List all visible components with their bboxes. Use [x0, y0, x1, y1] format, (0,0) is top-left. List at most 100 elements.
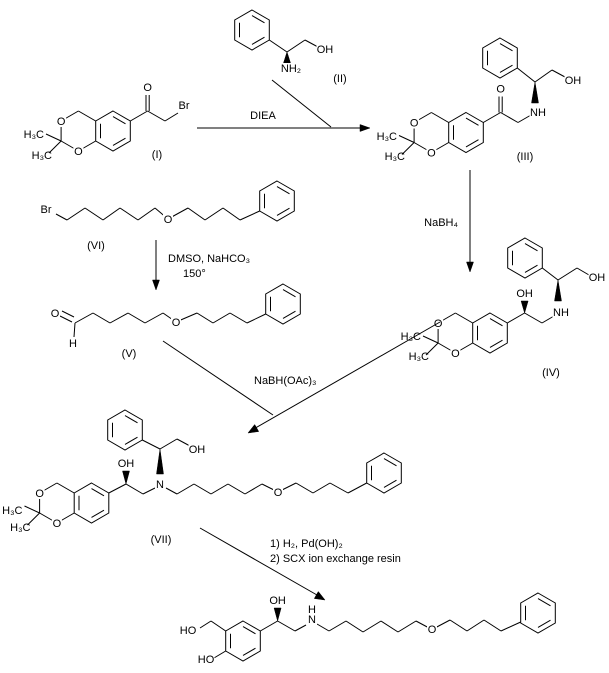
atom-label-o1: O: [433, 318, 444, 330]
reagent-nabh-oac3: NaBH(OAc)₃: [254, 375, 317, 387]
h3c-label: H₃C: [32, 150, 52, 162]
o-label: O: [53, 518, 62, 530]
atom-label-nh-n: N: [307, 614, 317, 626]
oh-label: OH: [565, 75, 582, 87]
ho-label: HO: [180, 625, 197, 637]
atom-label-oh-benzylic: OH: [117, 458, 135, 470]
atom-label-oh-benzylic: OH: [516, 288, 534, 300]
arrow-diea: DIEA: [197, 79, 371, 132]
atom-label-o2: O: [73, 146, 84, 158]
atom-label-nh: NH: [529, 107, 547, 119]
reagent-dmso-line2: 150°: [183, 268, 206, 280]
o-label: O: [496, 84, 505, 96]
nh-label: NH: [530, 107, 546, 119]
phenyl-ring: [507, 237, 543, 279]
molecule-II-phenylglycinol: OH NH₂ (II): [234, 9, 347, 85]
arrowhead: [247, 424, 260, 434]
molecule-I-bromoketone: O Br O O H₃C H₃C (I): [24, 82, 193, 162]
n-label: N: [156, 479, 164, 491]
compound-label-IV: (IV): [542, 367, 560, 379]
atom-label-br: Br: [175, 100, 193, 112]
reagent-hydrogenolysis-line2: 2) SCX ion exchange resin: [270, 553, 401, 565]
arrowhead: [359, 124, 371, 132]
phenyl-ring: [234, 9, 270, 51]
arrow-hydrogenolysis: 1) H₂, Pd(OH)₂ 2) SCX ion exchange resin: [199, 527, 401, 601]
reagent-dmso-line1: DMSO, NaHCO₃: [168, 253, 250, 265]
o-label: O: [74, 146, 83, 158]
arrowhead: [313, 591, 326, 601]
o-label: O: [410, 118, 419, 130]
phenyl-ring: [482, 37, 518, 79]
o-label: O: [427, 148, 436, 160]
atom-label-o2: O: [51, 518, 62, 530]
molecule-III-aminoketone: O NH OH O O H₃C H₃C (III): [377, 37, 582, 163]
h-label: H: [69, 338, 77, 350]
h3c-label: H₃C: [401, 331, 421, 343]
o-label: O: [172, 317, 181, 329]
oh-label: OH: [516, 288, 533, 300]
compound-label-I: (I): [152, 149, 162, 161]
compound-label-II: (II): [333, 73, 346, 85]
atom-label-ether-o: O: [273, 487, 283, 499]
stereo-wedge: [554, 279, 562, 302]
oh-label: OH: [118, 458, 135, 470]
atom-label-ho-phenol: HO: [197, 654, 215, 666]
atom-label-carbonyl-o: O: [142, 82, 153, 94]
atom-label-aldehyde-h: H: [68, 338, 78, 350]
atom-label-o1: O: [34, 488, 45, 500]
phenyl-ring: [520, 592, 556, 634]
atom-label-nh2: NH₂: [279, 63, 303, 75]
n-label: N: [308, 614, 316, 626]
compound-label-III: (III): [517, 151, 534, 163]
h3c-label: H₃C: [409, 351, 429, 363]
o-label: O: [434, 318, 443, 330]
oh-label: OH: [317, 44, 334, 56]
h3c-label: H₃C: [2, 505, 22, 517]
compound-label-VI: (VI): [87, 240, 105, 252]
o-label: O: [428, 624, 437, 636]
stereo-wedge: [273, 607, 282, 622]
phenyl-ring: [259, 180, 295, 222]
arrowhead: [152, 279, 160, 291]
atom-label-oh-top: OH: [188, 444, 206, 456]
atom-label-o1: O: [56, 116, 67, 128]
o-label: O: [57, 116, 66, 128]
atom-label-ether-o: O: [171, 317, 181, 329]
compound-label-VII: (VII): [151, 534, 172, 546]
atom-label-carbonyl-o: O: [495, 83, 506, 96]
atom-label-nh-h: H: [307, 604, 317, 616]
atom-label-n: N: [155, 479, 165, 491]
stereo-wedge: [122, 470, 130, 485]
atom-label-oh: OH: [564, 75, 582, 87]
ho-label: HO: [198, 654, 215, 666]
atom-label-ether-o: O: [427, 624, 437, 636]
phenyl-ring: [265, 283, 301, 325]
atom-label-o2: O: [426, 147, 437, 160]
h-label: H: [308, 604, 316, 616]
phenyl-ring: [107, 409, 143, 451]
atom-label-oh: OH: [316, 44, 334, 56]
h3c-label: H₃C: [24, 129, 44, 141]
o-label: O: [274, 487, 283, 499]
atom-label-ho-methylol: HO: [179, 625, 197, 637]
atom-label-o1: O: [409, 117, 420, 130]
br-label: Br: [179, 100, 190, 112]
h3c-label: H₃C: [385, 151, 405, 163]
atom-label-ether-o: O: [163, 214, 173, 226]
o-label: O: [143, 82, 152, 94]
atom-label-br: Br: [37, 204, 55, 216]
arrow-nabh4: NaBH₄: [424, 170, 474, 273]
molecule-final-salmeterol: HO HO OH H N O: [179, 592, 556, 666]
molecule-V-aldehyde: O H O (V): [50, 283, 301, 360]
stereo-wedge: [520, 300, 529, 314]
atom-label-oh: OH: [588, 272, 606, 284]
oh-label: OH: [589, 272, 606, 284]
nh2-label: NH₂: [281, 63, 301, 75]
reagent-nabh4: NaBH₄: [424, 217, 458, 229]
o-label: O: [51, 308, 60, 320]
h3c-label: H₃C: [377, 131, 397, 143]
phenyl-ring: [366, 452, 402, 494]
arrow-dmso: DMSO, NaHCO₃ 150°: [152, 240, 250, 291]
